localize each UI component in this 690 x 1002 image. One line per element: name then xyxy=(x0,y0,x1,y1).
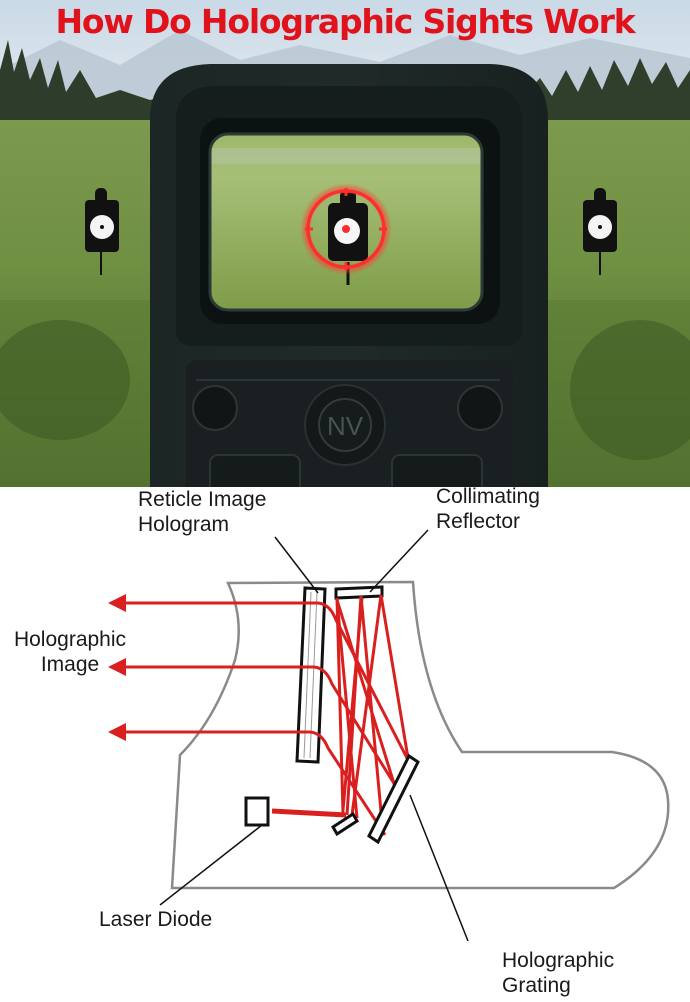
fold-mirror xyxy=(330,811,360,837)
right-silhouette-target xyxy=(583,188,617,275)
left-silhouette-target xyxy=(85,188,119,275)
label-line: Reflector xyxy=(436,510,521,533)
label-line: Reticle Image xyxy=(138,488,267,511)
laser-beams xyxy=(112,594,410,836)
label-collimating-reflector: Collimating Reflector xyxy=(436,484,540,534)
label-line: Collimating xyxy=(436,485,540,508)
housing-outline xyxy=(170,580,670,890)
label-line: Image xyxy=(40,653,100,676)
sight-schematic xyxy=(108,529,670,942)
arrow-heads xyxy=(108,594,126,741)
holographic-sight-diagram: Reticle Image Hologram Collimating Refle… xyxy=(0,484,690,1002)
label-reticle-image-hologram: Reticle Image Hologram xyxy=(138,487,266,537)
holographic-reticle xyxy=(300,183,392,275)
nv-button-label: NV xyxy=(327,411,364,441)
label-line: Hologram xyxy=(138,513,230,536)
label-holographic-image: Holographic Image xyxy=(2,627,138,677)
collimating-reflector xyxy=(334,585,384,600)
reticle-hologram-plate xyxy=(295,586,327,764)
label-line: Holographic xyxy=(13,628,127,651)
leader-lines xyxy=(159,529,469,942)
holographic-grating xyxy=(367,753,420,845)
label-line: Laser Diode xyxy=(99,908,213,931)
sight-photo-illustration: NV xyxy=(0,0,690,487)
label-holographic-grating: Holographic Grating xyxy=(502,948,614,998)
page-title: How Do Holographic Sights Work xyxy=(55,2,636,41)
sight-photo: NV How Do Holographic Sights Work xyxy=(0,0,690,487)
label-line: Grating xyxy=(502,974,571,997)
laser-diode xyxy=(244,796,270,827)
label-line: Holographic xyxy=(502,949,615,972)
label-laser-diode: Laser Diode xyxy=(99,907,212,932)
